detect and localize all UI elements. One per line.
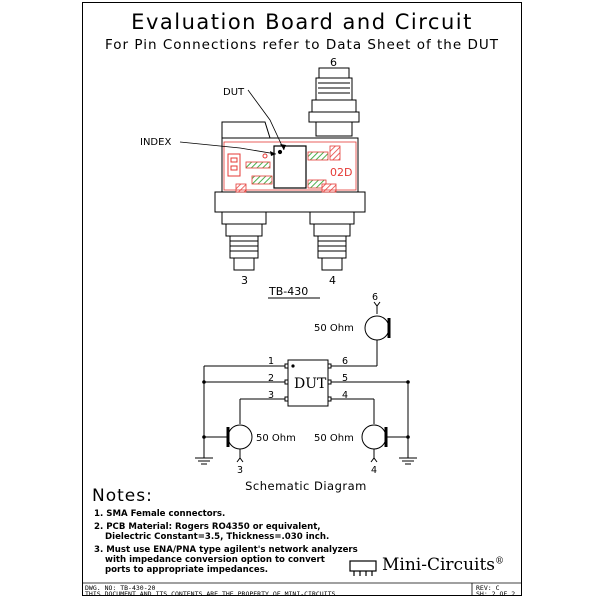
note-2: 2. PCB Material: Rogers RO4350 or equiva… xyxy=(94,522,330,542)
mini-circuits-logo-icon xyxy=(349,560,377,576)
property-notice: THIS DOCUMENT AND ITS CONTENTS ARE THE P… xyxy=(85,590,340,598)
connector-bottom-right-number: 4 xyxy=(329,274,336,287)
chip-marking: 02D xyxy=(330,166,352,179)
port-3-label: 3 xyxy=(237,465,243,476)
title-block xyxy=(82,582,522,596)
pin-2-label: 2 xyxy=(268,373,274,384)
sheet-number: SH: 2 OF 2 xyxy=(476,590,516,598)
company-logo: Mini-Circuits® xyxy=(382,555,505,575)
schematic-dut-label: DUT xyxy=(294,376,327,392)
dut-callout-label: DUT xyxy=(223,87,245,98)
note-1: 1. SMA Female connectors. xyxy=(94,509,226,519)
sma-connector-bottom-right xyxy=(309,211,355,271)
page-subtitle: For Pin Connections refer to Data Sheet … xyxy=(105,37,499,53)
port-4-label: 4 xyxy=(371,465,377,476)
load-right-label: 50 Ohm xyxy=(314,433,354,444)
notes-heading: Notes: xyxy=(92,486,153,506)
sma-connector-top xyxy=(308,67,360,137)
page-title: Evaluation Board and Circuit xyxy=(131,10,473,34)
revision: REV: C xyxy=(476,584,500,592)
index-callout-label: INDEX xyxy=(140,137,171,148)
pin-3-label: 3 xyxy=(268,390,274,401)
connector-top-number: 6 xyxy=(330,56,337,69)
port-6-label: 6 xyxy=(372,292,378,303)
connector-bottom-left-number: 3 xyxy=(241,274,248,287)
note-3: 3. Must use ENA/PNA type agilent's netwo… xyxy=(94,545,358,575)
evaluation-board xyxy=(179,67,366,299)
pin-1-label: 1 xyxy=(268,356,274,367)
load-top-label: 50 Ohm xyxy=(314,323,354,334)
schematic-diagram xyxy=(195,301,417,465)
sma-connector-bottom-left xyxy=(221,211,267,271)
drawing-number: DWG. NO: TB-430-20 xyxy=(85,584,156,592)
pin-6-label: 6 xyxy=(342,356,348,367)
sheet-border xyxy=(82,2,522,596)
pin-4-label: 4 xyxy=(342,390,348,401)
schematic-caption: Schematic Diagram xyxy=(245,479,367,493)
board-name: TB-430 xyxy=(268,285,308,298)
pin-5-label: 5 xyxy=(342,373,348,384)
load-left-label: 50 Ohm xyxy=(256,433,296,444)
